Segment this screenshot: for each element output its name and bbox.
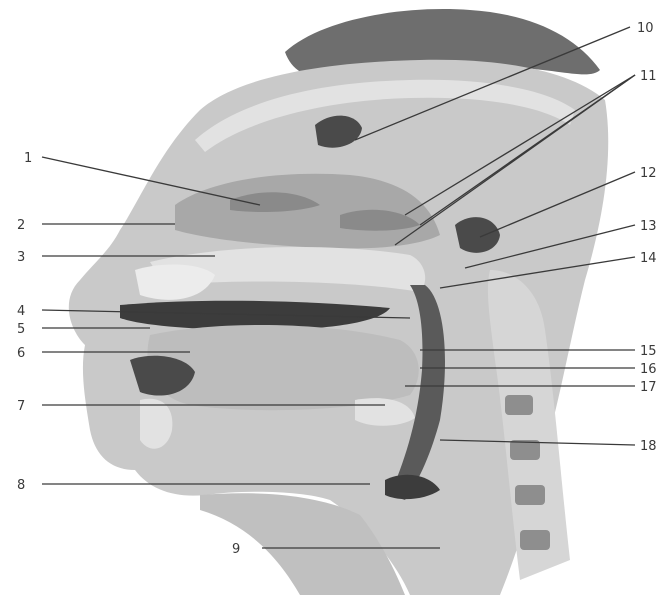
label-5: 5 [17,322,25,337]
label-14: 14 [640,251,657,266]
label-17: 17 [640,380,657,395]
label-12: 12 [640,166,657,181]
label-18: 18 [640,439,657,454]
vertebra [515,485,545,505]
label-10: 10 [637,21,654,36]
label-1: 1 [24,151,32,166]
label-15: 15 [640,344,657,359]
vertebra [520,530,550,550]
label-11: 11 [640,69,657,84]
label-2: 2 [17,218,25,233]
label-16: 16 [640,362,657,377]
label-9: 9 [232,542,240,557]
label-7: 7 [17,399,25,414]
label-4: 4 [17,304,25,319]
label-3: 3 [17,250,25,265]
vertebra [505,395,533,415]
label-6: 6 [17,346,25,361]
label-8: 8 [17,478,25,493]
label-13: 13 [640,219,657,234]
